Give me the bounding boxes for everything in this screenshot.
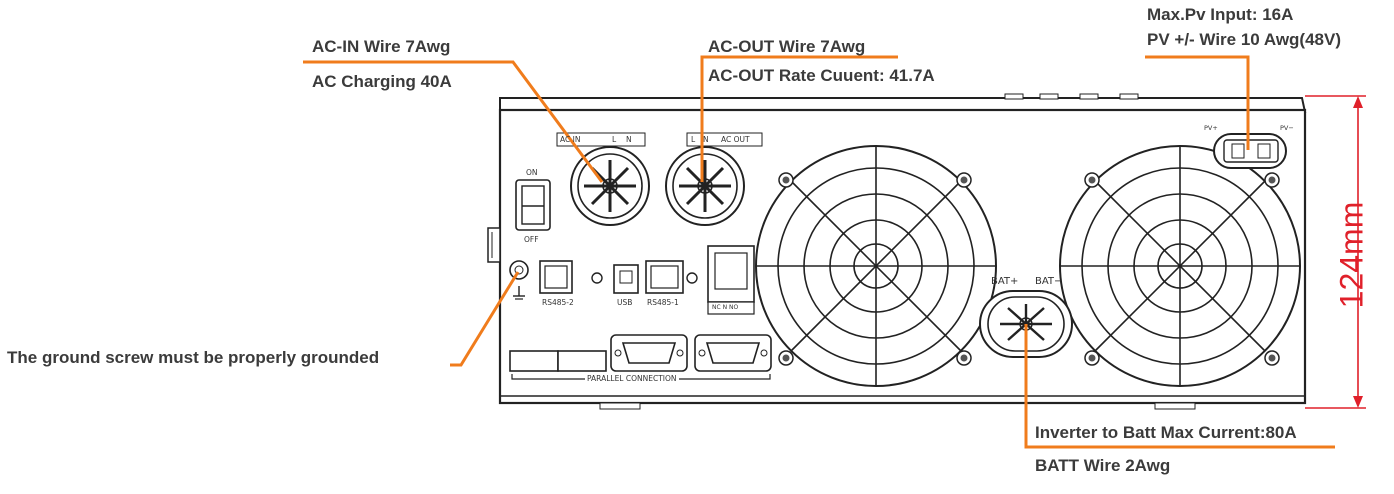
port-led bbox=[686, 272, 698, 284]
pv-wire-callout: PV +/- Wire 10 Awg(48V) bbox=[1147, 30, 1341, 49]
ac-in-terminal-frame bbox=[556, 132, 646, 147]
usb-label: USB bbox=[617, 298, 633, 307]
ac-in-wire-callout: AC-IN Wire 7Awg bbox=[312, 37, 451, 56]
ground-leader bbox=[450, 271, 520, 367]
ac-out-cable-gland bbox=[664, 145, 746, 227]
ac-out-wire-callout: AC-OUT Wire 7Awg bbox=[708, 37, 866, 56]
ac-out-l-label: L bbox=[691, 135, 696, 144]
rs485-1-port bbox=[645, 260, 684, 294]
ac-in-n-label: N bbox=[626, 135, 632, 144]
fan-screw bbox=[956, 350, 972, 366]
fan-screw bbox=[778, 172, 794, 188]
ground-screw bbox=[509, 260, 529, 300]
ac-in-terminal-label: AC IN bbox=[560, 135, 581, 144]
fan-screw bbox=[1264, 172, 1280, 188]
pv-minus-label: PV− bbox=[1280, 124, 1294, 132]
pv-plus-label: PV+ bbox=[1204, 124, 1218, 132]
fan-screw bbox=[778, 350, 794, 366]
pv-input-connector bbox=[1213, 133, 1287, 169]
callout-leader-lines bbox=[303, 55, 1335, 449]
port-led bbox=[591, 272, 603, 284]
battery-leader bbox=[1024, 324, 1335, 449]
bat-minus-label: BAT− bbox=[1035, 276, 1063, 287]
switch-on-label: ON bbox=[526, 168, 538, 177]
bat-plus-label: BAT+ bbox=[991, 276, 1019, 287]
height-dimension-label: 124mm bbox=[1320, 200, 1384, 310]
height-dimension-text: 124mm bbox=[1333, 201, 1370, 309]
height-dimension bbox=[1305, 95, 1366, 409]
parallel-db9-port-1 bbox=[610, 334, 688, 372]
parallel-db9-port-2 bbox=[694, 334, 772, 372]
ac-out-n-label: N bbox=[703, 135, 709, 144]
batt-wire-callout: BATT Wire 2Awg bbox=[1035, 456, 1171, 475]
pv-max-input-callout: Max.Pv Input: 16A bbox=[1147, 5, 1294, 24]
usb-port bbox=[613, 264, 639, 294]
fan-screw bbox=[1084, 172, 1100, 188]
ac-in-cable-gland bbox=[569, 145, 651, 227]
rs485-2-port bbox=[539, 260, 573, 294]
ac-out-terminal-frame bbox=[686, 132, 763, 147]
ac-charging-callout: AC Charging 40A bbox=[312, 72, 452, 91]
ac-in-leader bbox=[303, 60, 604, 183]
ac-out-leader bbox=[700, 55, 898, 182]
batt-max-current-callout: Inverter to Batt Max Current:80A bbox=[1035, 423, 1297, 442]
fan-screw bbox=[1084, 350, 1100, 366]
dry-contact-terminal bbox=[707, 245, 755, 315]
rs485-2-label: RS485-2 bbox=[542, 298, 574, 307]
parallel-current-share-ports bbox=[509, 350, 607, 372]
relay-terminals-label: NC N NO bbox=[712, 304, 739, 311]
ac-out-terminal-label: AC OUT bbox=[721, 135, 750, 144]
rs485-1-label: RS485-1 bbox=[647, 298, 679, 307]
ground-note-callout: The ground screw must be properly ground… bbox=[7, 348, 380, 367]
ac-in-l-label: L bbox=[612, 135, 617, 144]
fan-screw bbox=[1264, 350, 1280, 366]
fan-screw bbox=[956, 172, 972, 188]
pv-leader bbox=[1145, 55, 1250, 150]
ac-out-rate-callout: AC-OUT Rate Cuuent: 41.7A bbox=[708, 66, 935, 85]
switch-off-label: OFF bbox=[524, 235, 539, 244]
power-switch bbox=[515, 179, 551, 231]
parallel-connection-label: PARALLEL CONNECTION bbox=[585, 374, 679, 383]
